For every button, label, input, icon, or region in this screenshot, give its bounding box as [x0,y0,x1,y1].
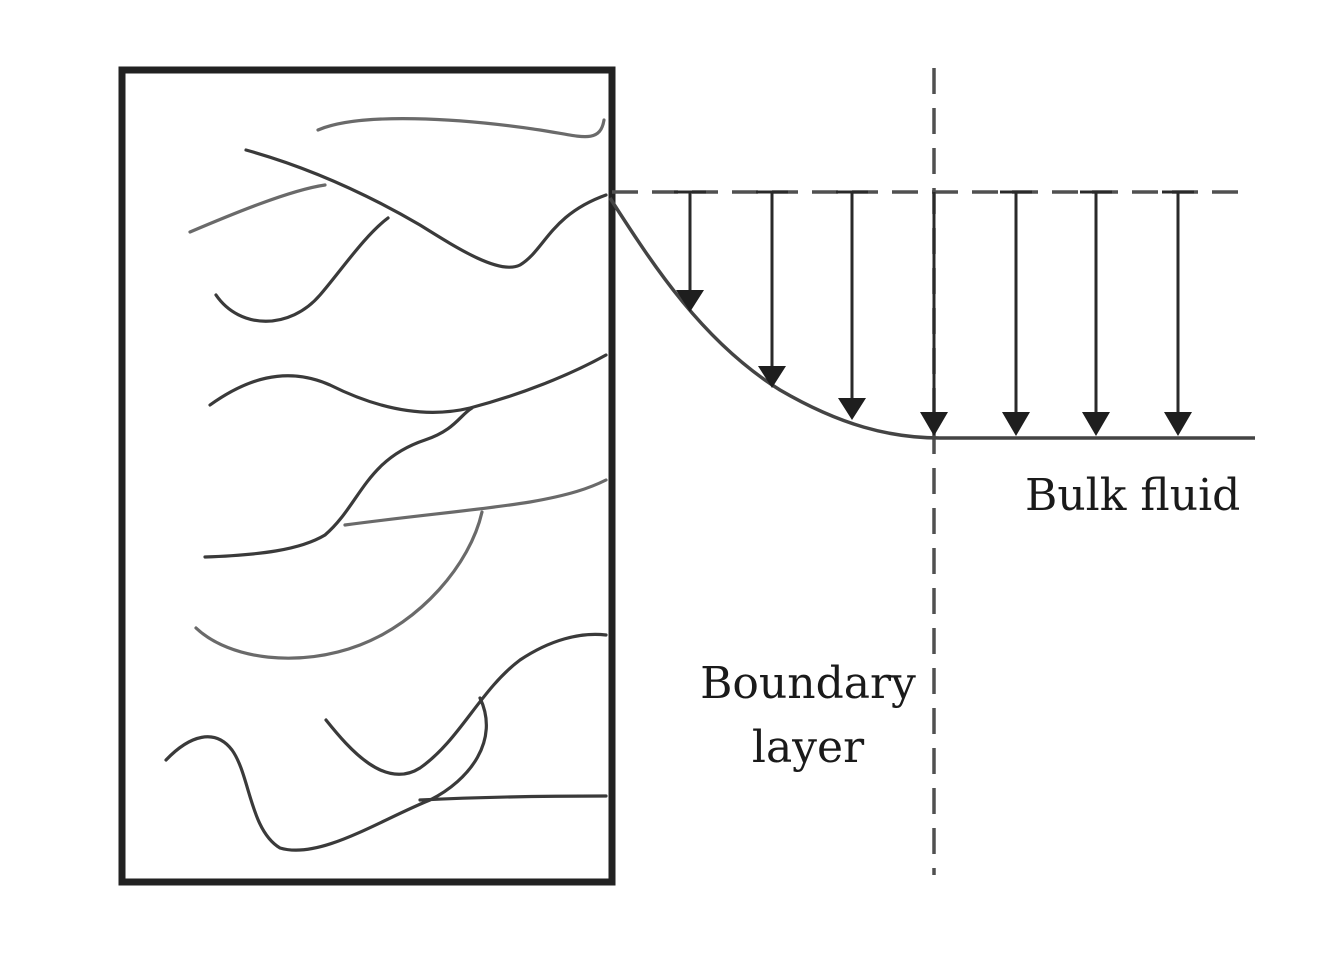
arrow-7 [1162,190,1194,436]
arrow-1 [674,190,706,312]
fiber-11 [418,794,608,802]
fiber-6 [203,406,474,559]
arrow-2 [756,190,788,388]
arrow-head-3 [838,398,866,420]
arrow-head-6 [1082,412,1110,436]
fiber-1 [316,117,606,139]
arrow-6 [1080,190,1112,436]
arrow-4 [920,192,948,436]
solid-surface-box [118,66,616,886]
arrow-head-4 [920,412,948,436]
concentration-profile-curve [608,197,1255,440]
arrow-3 [836,190,868,420]
fiber-2 [244,148,608,269]
fiber-10 [164,696,488,852]
fiber-3 [188,183,327,234]
arrow-head-2 [758,366,786,388]
fiber-9 [324,632,608,776]
fiber-5 [208,353,608,414]
arrow-5 [1000,190,1032,436]
fiber-network [164,117,608,852]
arrow-group [674,190,1194,436]
fiber-8 [194,510,484,660]
arrow-head-7 [1164,412,1192,436]
bulk-fluid-label: Bulk fluid [1025,470,1240,521]
arrow-head-1 [676,290,704,312]
fiber-7 [343,478,608,527]
boundary-layer-label-line1: Boundary [700,658,916,709]
boundary-layer-label-line2: layer [752,722,865,773]
arrow-head-5 [1002,412,1030,436]
fiber-4 [214,216,390,323]
